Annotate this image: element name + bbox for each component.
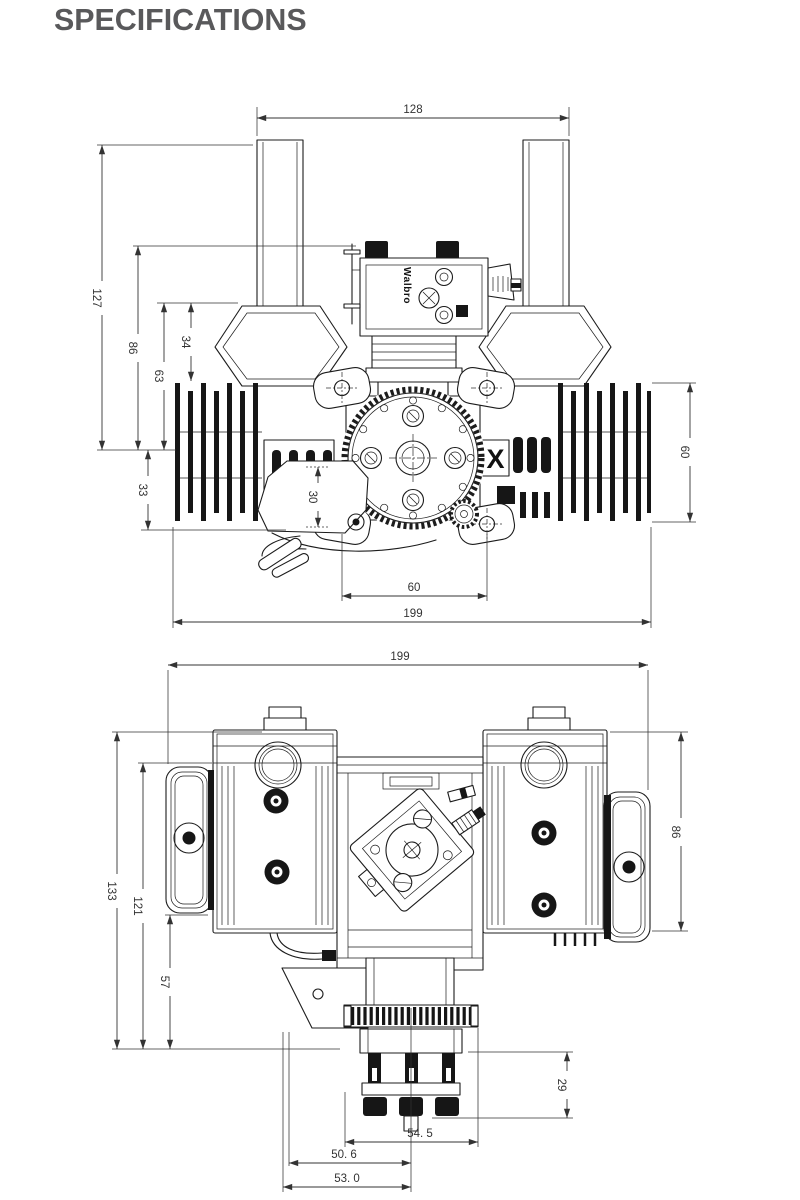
front-view: Walbro bbox=[89, 104, 696, 628]
dim-mount-spacing: 60 bbox=[408, 582, 421, 594]
top-cylinder-head-left bbox=[212, 729, 338, 934]
dim-cylinder-diameter: 60 bbox=[678, 446, 690, 459]
front-carburetor: Walbro bbox=[343, 241, 522, 399]
front-ignition-module bbox=[257, 460, 369, 578]
dim-carb-top-height: 86 bbox=[126, 342, 138, 355]
mount-hole bbox=[326, 372, 358, 404]
throttle-lever bbox=[358, 868, 385, 898]
dim-manifold-height: 63 bbox=[152, 370, 164, 383]
front-intake-manifold-left bbox=[214, 305, 348, 387]
top-ignition-lead bbox=[269, 932, 336, 961]
page-title: SPECIFICATIONS bbox=[54, 2, 307, 37]
hub-bolt bbox=[359, 446, 383, 470]
top-dimensions: 199 133 121 57 86 bbox=[104, 651, 688, 1192]
front-gear-hub bbox=[341, 386, 485, 530]
dim-bolt-stack-height: 29 bbox=[555, 1079, 567, 1092]
top-muffler-right bbox=[603, 791, 651, 943]
front-dimensions: 128 127 86 63 34 bbox=[89, 104, 696, 628]
hub-bolt bbox=[401, 488, 425, 512]
x-logo-icon: X bbox=[486, 444, 504, 474]
top-cylinder-head-right bbox=[482, 729, 608, 946]
dim-overall-width-front: 199 bbox=[403, 608, 422, 620]
mount-hole bbox=[471, 372, 503, 404]
spark-wire bbox=[261, 535, 301, 557]
dim-ignition-height: 30 bbox=[306, 491, 318, 504]
choke-cap-right bbox=[436, 241, 459, 259]
dim-overall-width-top: 199 bbox=[390, 651, 409, 663]
gear-teeth bbox=[341, 386, 485, 530]
dim-case-to-mount: 57 bbox=[158, 976, 170, 989]
dim-axis-offset-b: 53. 0 bbox=[334, 1173, 360, 1185]
top-output-assembly bbox=[281, 957, 479, 1132]
dim-axis-offset-a: 50. 6 bbox=[331, 1149, 357, 1161]
carburetor-brand-label: Walbro bbox=[401, 267, 412, 304]
dim-gear-diameter: 54. 5 bbox=[407, 1128, 433, 1140]
top-spark-plug-left bbox=[263, 706, 307, 732]
plug-boot bbox=[258, 537, 302, 571]
carb-bracket bbox=[487, 263, 515, 301]
hub-bolt bbox=[443, 446, 467, 470]
plug-boot bbox=[271, 553, 310, 578]
front-cylinder-right: X bbox=[481, 383, 651, 521]
dim-overall-height: 127 bbox=[90, 288, 102, 307]
dim-standoff-spacing: 128 bbox=[403, 104, 422, 116]
top-muffler-left bbox=[165, 766, 214, 914]
top-spark-plug-right bbox=[527, 706, 571, 732]
prop-bolts bbox=[368, 1053, 455, 1083]
dim-center-to-mount: 33 bbox=[136, 484, 148, 497]
dim-head-depth: 86 bbox=[669, 826, 681, 839]
top-view: 199 133 121 57 86 bbox=[104, 651, 688, 1192]
dim-head-to-mount: 121 bbox=[131, 896, 143, 915]
fuel-nipple bbox=[451, 806, 486, 836]
choke-rod bbox=[447, 784, 476, 803]
dim-overall-depth: 133 bbox=[105, 881, 117, 900]
dim-manifold-to-cylinder: 34 bbox=[179, 336, 191, 349]
choke-cap-left bbox=[365, 241, 388, 259]
hub-bolt bbox=[401, 404, 425, 428]
top-carburetor bbox=[349, 788, 486, 912]
